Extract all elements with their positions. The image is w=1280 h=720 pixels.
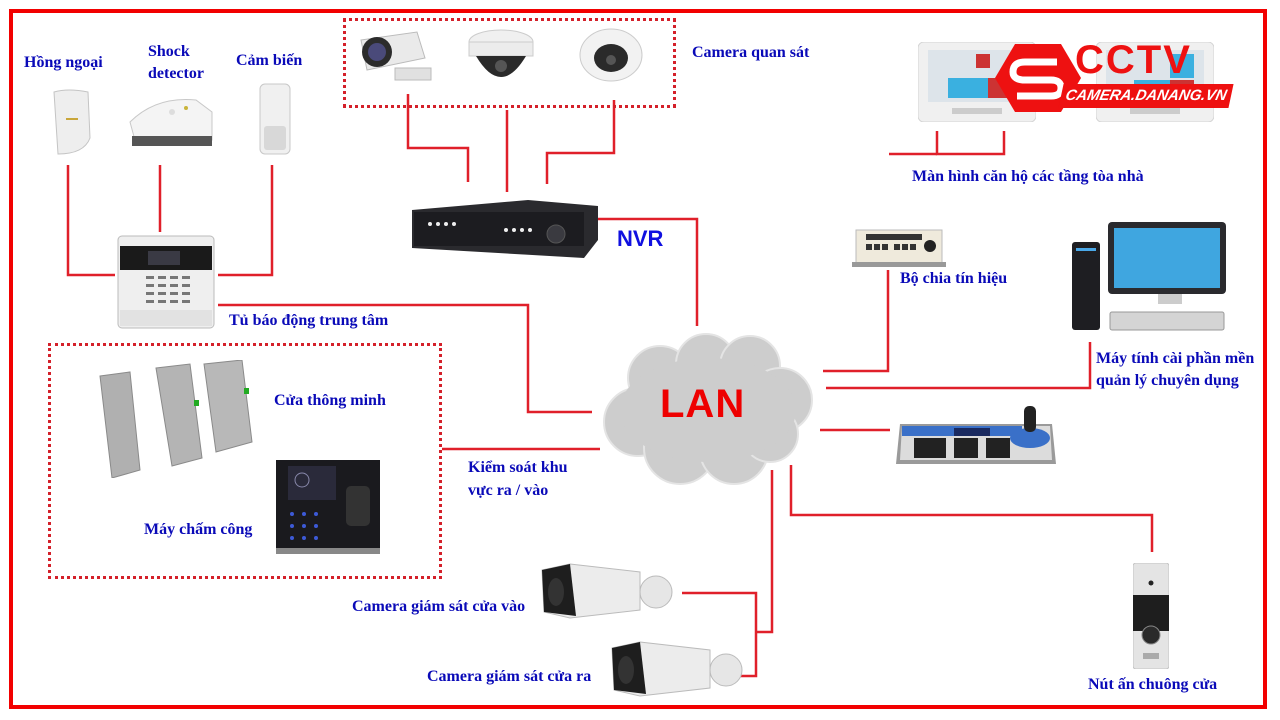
lan-label: LAN: [660, 382, 746, 426]
wire-cam1: [406, 94, 470, 182]
wire-screens: [935, 131, 1006, 156]
label-access-control-1: Kiểm soát khu: [468, 459, 568, 476]
label-surveillance-camera: Camera quan sát: [692, 44, 810, 61]
entry-bullet-camera-icon: [541, 563, 673, 619]
label-signal-splitter: Bộ chia tín hiệu: [900, 270, 1008, 287]
label-doorbell: Nút ấn chuông cửa: [1088, 676, 1218, 693]
nvr-icon: [412, 200, 598, 258]
label-access-control-2: vực ra / vào: [468, 482, 549, 499]
fisheye-camera-icon: [579, 28, 643, 82]
computer-icon: [1072, 222, 1226, 331]
turnstile-gate-icon: [99, 360, 253, 478]
label-shock-1: Shock: [148, 43, 190, 60]
motion-sensor-icon: [259, 83, 291, 155]
shock-detector-icon: [129, 98, 213, 146]
logo-url: CAMERA.DANANG.VN: [1058, 84, 1234, 108]
label-apartment-screens: Màn hình căn hộ các tầng tòa nhà: [912, 168, 1144, 185]
lan-cloud-icon: [603, 333, 813, 485]
wire-sensor: [218, 165, 274, 277]
label-smart-gate: Cửa thông minh: [274, 392, 386, 409]
label-alarm-panel: Tủ báo động trung tâm: [229, 312, 389, 329]
wire-doorbell-lan: [789, 465, 1154, 552]
wire-alarm-lan: [218, 303, 592, 414]
label-time-attendance: Máy chấm công: [144, 521, 253, 538]
label-pc-1: Máy tính cài phần mền: [1096, 350, 1255, 367]
alarm-panel-icon: [117, 235, 215, 329]
wire-cams-lan: [756, 470, 774, 634]
infrared-detector-icon: [53, 89, 91, 155]
access-control-group-box: [48, 343, 442, 579]
time-attendance-icon: [276, 460, 380, 554]
logo-brand: CCTV: [1075, 38, 1192, 82]
exit-bullet-camera-icon: [611, 641, 743, 697]
cctv-logo: CCTV CAMERA.DANANG.VN: [995, 38, 1235, 114]
label-shock-2: detector: [148, 65, 204, 82]
wire-cam3: [545, 100, 616, 184]
wire-nvr-lan: [598, 217, 699, 326]
wire-infrared: [66, 165, 115, 277]
label-infrared: Hồng ngoại: [24, 54, 103, 71]
label-camera-entry: Camera giám sát cửa vào: [352, 598, 526, 615]
camera-group-box: [343, 18, 676, 108]
wire-cam-entry: [682, 591, 758, 678]
ptz-keyboard-icon: [896, 406, 1056, 464]
label-sensor: Cảm biến: [236, 52, 303, 69]
wire-pc-lan: [826, 342, 1092, 390]
doorbell-icon: [1133, 563, 1169, 669]
bullet-camera-icon: [360, 31, 432, 81]
signal-splitter-icon: [852, 229, 946, 267]
diagram-frame: [9, 9, 1267, 709]
dome-camera-icon: [468, 29, 534, 77]
nvr-label: NVR: [617, 226, 664, 251]
label-pc-2: quản lý chuyên dụng: [1096, 372, 1239, 389]
label-camera-exit: Camera giám sát cửa ra: [427, 668, 592, 685]
wire-splitter-lan: [823, 270, 890, 373]
logo-s-icon: [995, 44, 1081, 112]
